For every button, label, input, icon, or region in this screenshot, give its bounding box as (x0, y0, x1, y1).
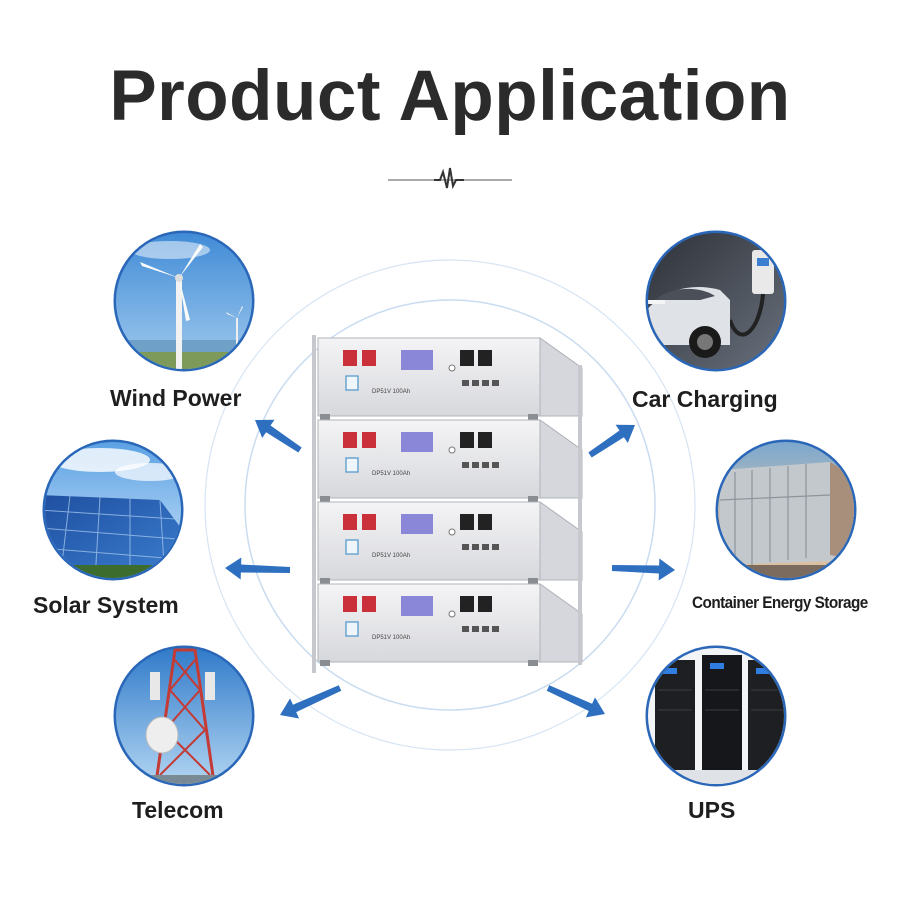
comm-port (462, 626, 469, 632)
breaker-switch (345, 539, 359, 555)
positive-terminal (343, 350, 357, 366)
comm-port (472, 462, 479, 468)
comm-port (482, 462, 489, 468)
lcd-display (401, 596, 433, 616)
negative-terminal (478, 350, 492, 366)
lcd-display (401, 432, 433, 452)
lcd-display (401, 350, 433, 370)
model-label: DP51V 100Ah (372, 635, 410, 641)
comm-port (492, 462, 499, 468)
negative-terminal (460, 596, 474, 612)
telecom-tower-icon (113, 645, 255, 787)
label-wind-power: Wind Power (110, 385, 242, 411)
ev-charger-icon (645, 230, 787, 372)
positive-terminal (343, 432, 357, 448)
breaker-switch (345, 457, 359, 473)
positive-terminal (362, 514, 376, 530)
model-label: DP51V 100Ah (372, 553, 410, 559)
battery-module: DP51V 100Ah (317, 583, 583, 666)
arrow-to-solar-system (225, 557, 291, 580)
negative-terminal (478, 432, 492, 448)
arrow-to-ups (546, 685, 605, 718)
comm-port (492, 380, 499, 386)
lcd-display (401, 514, 433, 534)
label-telecom: Telecom (132, 797, 224, 823)
model-label: DP51V 100Ah (372, 389, 410, 395)
breaker-switch (345, 375, 359, 391)
label-container-energy-storage: Container Energy Storage (692, 593, 868, 612)
comm-port (482, 626, 489, 632)
breaker-switch (345, 621, 359, 637)
container-icon (715, 439, 857, 581)
comm-port (492, 544, 499, 550)
label-car-charging: Car Charging (632, 386, 778, 412)
server-cabinet-icon (645, 645, 787, 787)
arrow-to-car-charging (588, 424, 635, 458)
arrow-to-wind-power (255, 419, 302, 453)
arrow-to-container (611, 558, 675, 581)
comm-port (462, 380, 469, 386)
negative-terminal (478, 596, 492, 612)
heartbeat-divider-icon (388, 167, 512, 190)
positive-terminal (343, 514, 357, 530)
comm-port (472, 380, 479, 386)
comm-port (472, 626, 479, 632)
model-label: DP51V 100Ah (372, 471, 410, 477)
positive-terminal (362, 350, 376, 366)
comm-port (492, 626, 499, 632)
negative-terminal (460, 432, 474, 448)
page-title: Product Application (109, 57, 791, 136)
positive-terminal (343, 596, 357, 612)
comm-port (462, 544, 469, 550)
comm-port (462, 462, 469, 468)
flow-arrows (225, 419, 675, 719)
arrow-to-telecom (280, 685, 342, 719)
battery-module: DP51V 100Ah (317, 337, 583, 420)
negative-terminal (478, 514, 492, 530)
negative-terminal (460, 514, 474, 530)
positive-terminal (362, 432, 376, 448)
comm-port (482, 380, 489, 386)
background-rings (204, 259, 696, 751)
positive-terminal (362, 596, 376, 612)
negative-terminal (460, 350, 474, 366)
label-solar-system: Solar System (33, 592, 179, 618)
battery-module: DP51V 100Ah (317, 501, 583, 584)
wind-turbine-icon (113, 230, 255, 372)
battery-module: DP51V 100Ah (317, 419, 583, 502)
comm-port (482, 544, 489, 550)
comm-port (472, 544, 479, 550)
solar-panel-icon (42, 439, 184, 581)
label-ups: UPS (688, 797, 736, 823)
